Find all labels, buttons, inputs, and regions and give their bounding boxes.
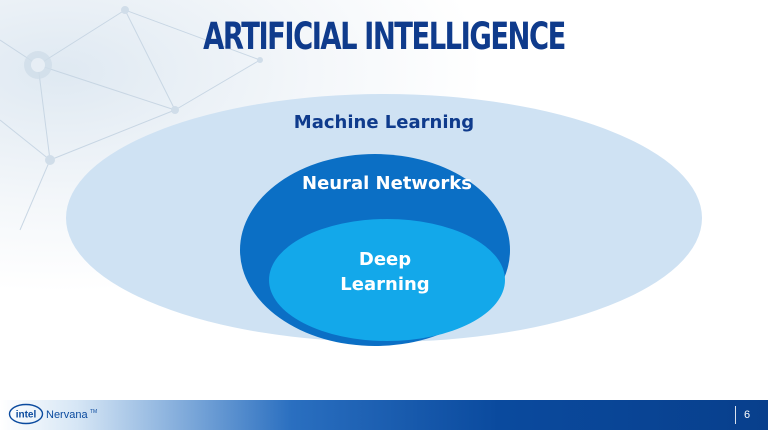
slide-title: ARTIFICIAL INTELLIGENCE bbox=[203, 15, 566, 58]
deep-learning-label-line2: Learning bbox=[340, 274, 429, 295]
trademark-mark: TM bbox=[90, 409, 98, 415]
page-number: 6 bbox=[744, 409, 751, 421]
machine-learning-label: Machine Learning bbox=[294, 112, 474, 133]
brand-name: Nervana bbox=[46, 409, 88, 421]
footer-bar: intel Nervana TM 6 bbox=[0, 400, 768, 430]
deep-learning-ellipse bbox=[269, 219, 505, 341]
page-divider bbox=[735, 406, 736, 424]
intel-logo-icon: intel bbox=[8, 403, 44, 425]
ai-hierarchy-diagram: Machine Learning Neural Networks Deep Le… bbox=[66, 94, 702, 346]
deep-learning-label-line1: Deep bbox=[359, 249, 411, 270]
intel-logo-text: intel bbox=[16, 410, 37, 421]
neural-networks-label: Neural Networks bbox=[302, 173, 472, 194]
